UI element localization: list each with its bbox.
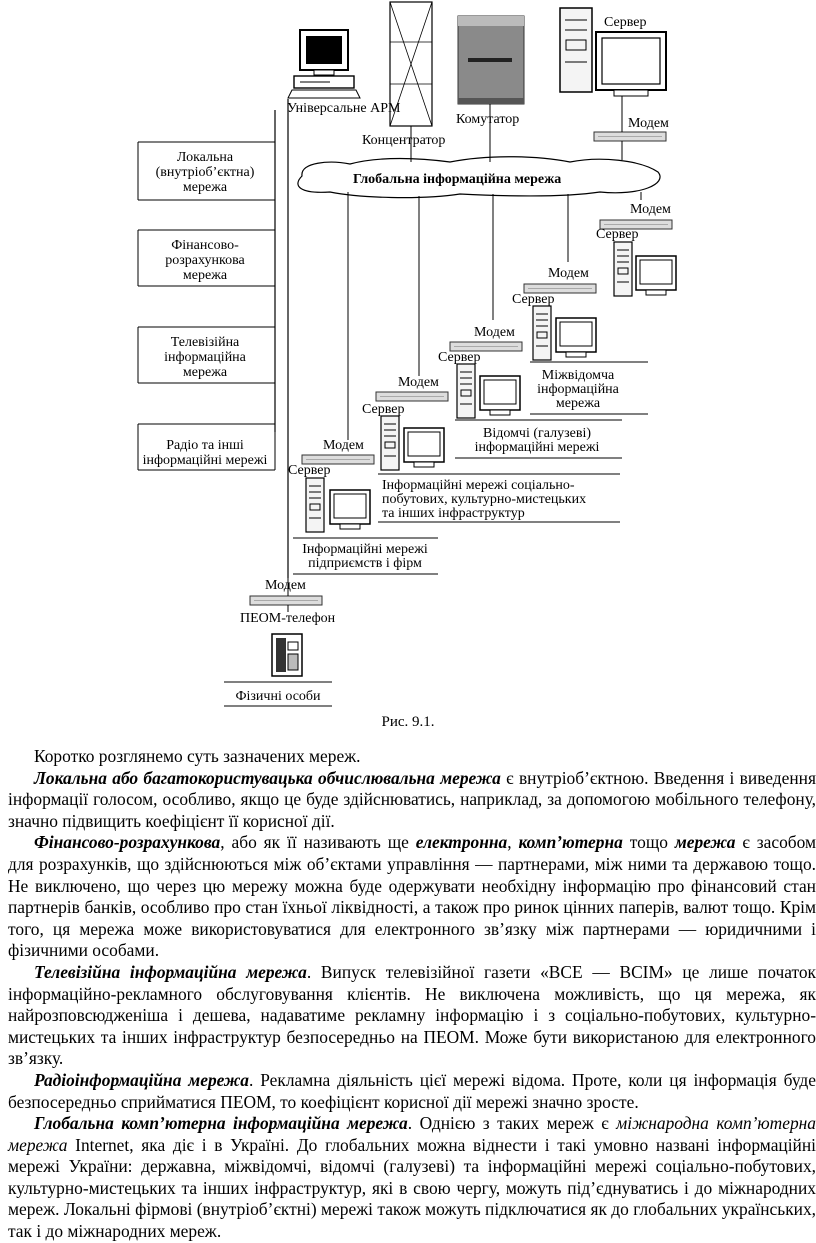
- finance-line-1: Фінансово-: [171, 238, 239, 253]
- term-electronic: електронна: [415, 832, 508, 853]
- interdept-line-2: інформаційна: [537, 382, 620, 397]
- paragraph-radio: Радіоінформаційна мережа. Рекламна діяль…: [8, 1070, 816, 1113]
- server-label-4: Сервер: [362, 402, 404, 417]
- local-line-2: (внутріоб’єктна): [156, 165, 255, 180]
- persons-label: Фізичні особи: [235, 689, 321, 704]
- term-local: Локальна або багатокористувацька обчислю…: [34, 767, 501, 788]
- hub-label: Концентратор: [362, 133, 445, 148]
- monitor-icon-1: [635, 255, 677, 296]
- dept-line-2: інформаційні мережі: [475, 440, 600, 455]
- local-line-1: Локальна: [177, 150, 234, 165]
- monitor-icon-2: [555, 317, 597, 358]
- paragraph-global-mid: . Однією з таких мереж є: [407, 1113, 617, 1134]
- tv-line-2: інформаційна: [164, 350, 247, 365]
- term-radio: Радіоінформаційна мережа: [34, 1069, 249, 1090]
- paragraph-local-text: є внутріоб’єктною. Введення і виведення …: [8, 767, 816, 831]
- social-line-2: побутових, культурно-мистецьких: [382, 492, 586, 507]
- server-label-5: Сервер: [288, 463, 330, 478]
- radio-line-1: Радіо та інші: [166, 438, 244, 453]
- term-international: міжнародна комп’ютерна мережа: [8, 1113, 816, 1155]
- interdept-line-3: мережа: [556, 396, 601, 411]
- modem-label-2: Модем: [548, 266, 589, 281]
- enterprises-line-1: Інформаційні мережі: [302, 542, 428, 557]
- paragraph-finance-mid2: тощо: [622, 832, 675, 853]
- paragraph-finance-text: є засобом для розрахунків, що здійснюють…: [8, 832, 816, 961]
- paragraph-local: Локальна або багатокористувацька обчислю…: [8, 768, 816, 833]
- paragraph-radio-text: . Рекламна діяльність цієї мережі відома…: [8, 1069, 816, 1112]
- paragraph-finance: Фінансово-розрахункова, або як її назива…: [8, 832, 816, 962]
- tv-network-block: Телевізійна інформаційна мережа: [137, 326, 275, 384]
- modem-label-5: Модем: [323, 438, 364, 453]
- interdept-line-1: Міжвідомча: [542, 368, 615, 383]
- server-top-icon: [559, 7, 667, 97]
- modem-top-icon: [593, 131, 667, 142]
- pc-phone-label: ПЕОМ-телефон: [240, 611, 336, 626]
- figure-caption: Рис. 9.1.: [381, 714, 435, 730]
- enterprises-line-2: підприємств і фірм: [308, 556, 422, 571]
- server-tower-icon-5: [305, 477, 325, 533]
- term-finance: Фінансово-розрахункова: [34, 832, 221, 853]
- global-network-cloud: [297, 156, 661, 199]
- finance-network-block: Фінансово- розрахункова мережа: [137, 229, 275, 287]
- modem-icon-4: [375, 391, 449, 402]
- paragraph-global-text: Internet, яка діє і в Україні. До глобал…: [8, 1134, 816, 1242]
- server-label-2: Сервер: [512, 292, 554, 307]
- server-tower-icon-2: [532, 305, 552, 361]
- server-top-label: Сервер: [604, 15, 646, 30]
- local-network-block: Локальна (внутріоб’єктна) мережа: [137, 141, 275, 201]
- telephone-icon: [271, 633, 303, 677]
- term-tv: Телевізійна інформаційна мережа: [34, 961, 307, 982]
- paragraph-finance-mid1: , або як її називають ще: [220, 832, 416, 853]
- monitor-icon-5: [329, 489, 371, 530]
- modem-icon-6: [249, 595, 323, 606]
- server-tower-icon-1: [613, 241, 633, 297]
- radio-network-block: Радіо та інші інформаційні мережі: [137, 423, 275, 471]
- server-tower-icon-3: [456, 363, 476, 419]
- term-network: мережа: [674, 832, 736, 853]
- body-text: Коротко розглянемо суть зазначених мереж…: [8, 746, 816, 1243]
- monitor-icon-4: [403, 427, 445, 468]
- global-network-label: Глобальна інформаційна мережа: [353, 172, 561, 187]
- arm-label: Універсальне АРМ: [287, 101, 401, 116]
- tv-line-1: Телевізійна: [171, 335, 240, 350]
- modem-label-3: Модем: [474, 325, 515, 340]
- modem-label-6: Модем: [265, 578, 306, 593]
- finance-line-3: мережа: [183, 268, 228, 283]
- monitor-icon-3: [479, 375, 521, 416]
- finance-line-2: розрахункова: [165, 253, 245, 268]
- server-label-1: Сервер: [596, 227, 638, 242]
- server-label-3: Сервер: [438, 350, 480, 365]
- network-diagram: Універсальне АРМ Концентратор Комутатор …: [137, 1, 677, 707]
- social-line-3: та інших інфраструктур: [382, 506, 525, 521]
- paragraph-tv: Телевізійна інформаційна мережа. Випуск …: [8, 962, 816, 1070]
- switch-icon: [457, 15, 525, 105]
- paragraph-global: Глобальна комп’ютерна інформаційна мереж…: [8, 1113, 816, 1243]
- local-line-3: мережа: [183, 180, 228, 195]
- paragraph-intro: Коротко розглянемо суть зазначених мереж…: [34, 746, 361, 766]
- switch-label: Комутатор: [456, 112, 519, 127]
- term-global: Глобальна комп’ютерна інформаційна мереж…: [34, 1113, 408, 1134]
- term-computer: комп’ютерна: [518, 832, 623, 853]
- modem-top-label: Модем: [628, 116, 669, 131]
- tv-line-3: мережа: [183, 365, 228, 380]
- social-line-1: Інформаційні мережі соціально-: [382, 478, 575, 493]
- paragraph-finance-sep: ,: [507, 832, 519, 853]
- arm-workstation-icon: [287, 29, 361, 99]
- radio-line-2: інформаційні мережі: [143, 453, 268, 468]
- paragraph-tv-text: . Випуск телевізійної газети «ВСЕ — ВСІМ…: [8, 961, 816, 1069]
- server-tower-icon-4: [380, 415, 400, 471]
- modem-label-1: Модем: [630, 202, 671, 217]
- modem-label-4: Модем: [398, 375, 439, 390]
- dept-line-1: Відомчі (галузеві): [483, 426, 591, 441]
